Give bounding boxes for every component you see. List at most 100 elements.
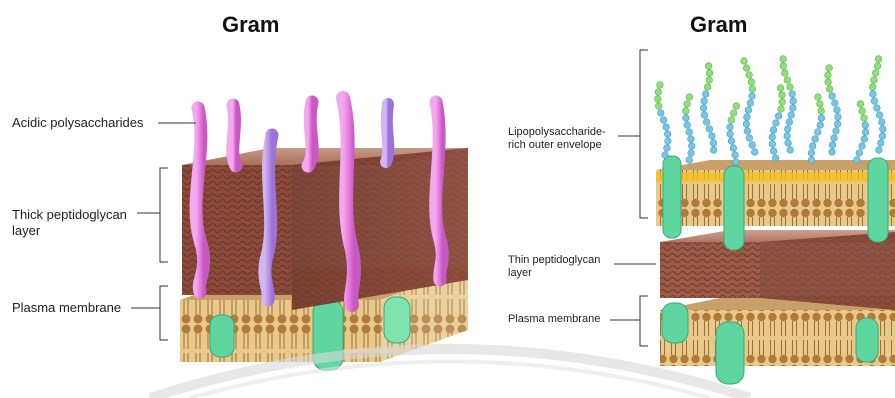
lps-bead bbox=[743, 121, 750, 128]
lps-bead bbox=[657, 82, 664, 89]
lps-bead bbox=[861, 136, 868, 143]
gram-negative-panel: Gram bbox=[470, 0, 895, 398]
gram-positive-illustration bbox=[0, 0, 470, 398]
polysaccharide-strand bbox=[308, 102, 312, 166]
lps-bead bbox=[788, 112, 795, 119]
lps-bead bbox=[869, 84, 876, 91]
lps-bead bbox=[745, 107, 752, 114]
plasma-membrane-right bbox=[660, 296, 895, 384]
lps-bead bbox=[727, 131, 734, 138]
lps-bead bbox=[831, 135, 838, 142]
label-plasma-membrane-right: Plasma membrane bbox=[508, 313, 600, 326]
lps-bead bbox=[688, 143, 695, 150]
lps-bead bbox=[880, 126, 887, 133]
lps-bead bbox=[751, 149, 758, 156]
leader-lines-right bbox=[610, 50, 656, 346]
lps-bead bbox=[862, 122, 869, 129]
lps-bead bbox=[787, 147, 794, 154]
lps-bead bbox=[872, 70, 879, 77]
lps-bead bbox=[686, 157, 693, 164]
gram-negative-illustration bbox=[470, 0, 895, 398]
lps-bead bbox=[770, 148, 777, 155]
lps-bead bbox=[730, 110, 737, 117]
lps-bead bbox=[818, 108, 825, 115]
lps-bead bbox=[826, 65, 833, 72]
membrane-protein bbox=[856, 318, 878, 362]
lps-bead bbox=[769, 141, 776, 148]
lps-bead bbox=[775, 113, 782, 120]
lps-bead bbox=[769, 134, 776, 141]
lps-bead bbox=[817, 101, 824, 108]
lps-bead bbox=[728, 117, 735, 124]
lps-bead bbox=[655, 89, 662, 96]
lps-bead bbox=[728, 138, 735, 145]
lps-bead bbox=[706, 126, 713, 133]
lps-bead bbox=[727, 124, 734, 131]
gram-positive-panel: Gram bbox=[0, 0, 470, 398]
lps-bead bbox=[879, 119, 886, 126]
thin-peptidoglycan-layer bbox=[660, 230, 895, 310]
lps-bead bbox=[770, 127, 777, 134]
lps-bead bbox=[785, 140, 792, 147]
porin-protein bbox=[663, 156, 681, 238]
lps-bead bbox=[854, 157, 861, 164]
lps-bead bbox=[874, 105, 881, 112]
polysaccharide-strand bbox=[196, 108, 204, 292]
lps-bead bbox=[704, 84, 711, 91]
lps-bead bbox=[688, 150, 695, 157]
polysaccharide-strand bbox=[265, 135, 272, 300]
lipopolysaccharide-chains bbox=[655, 56, 887, 166]
lps-bead bbox=[655, 103, 662, 110]
lps-bead bbox=[710, 140, 717, 147]
lps-bead bbox=[749, 86, 756, 93]
lps-bead bbox=[878, 140, 885, 147]
lps-bead bbox=[703, 119, 710, 126]
lps-bead bbox=[664, 131, 671, 138]
lps-bead bbox=[817, 122, 824, 129]
lps-bead bbox=[784, 77, 791, 84]
lps-bead bbox=[706, 70, 713, 77]
label-lps-outer-envelope: Lipopolysaccharide- rich outer envelope bbox=[508, 126, 606, 152]
lps-bead bbox=[812, 136, 819, 143]
label-plasma-membrane-left: Plasma membrane bbox=[12, 300, 121, 316]
lps-bead bbox=[862, 129, 869, 136]
lps-bead bbox=[658, 110, 665, 117]
lps-bead bbox=[818, 115, 825, 122]
lps-bead bbox=[786, 119, 793, 126]
lps-bead bbox=[746, 135, 753, 142]
lps-bead bbox=[856, 150, 863, 157]
lps-bead bbox=[688, 136, 695, 143]
lps-bead bbox=[834, 121, 841, 128]
lps-bead bbox=[784, 126, 791, 133]
thick-peptidoglycan-layer bbox=[182, 148, 468, 310]
lps-bead bbox=[826, 86, 833, 93]
lps-bead bbox=[857, 101, 864, 108]
lps-bead bbox=[732, 152, 739, 159]
lps-bead bbox=[789, 91, 796, 98]
lps-bead bbox=[743, 65, 750, 72]
lps-bead bbox=[780, 63, 787, 70]
lps-bead bbox=[684, 122, 691, 129]
lps-bead bbox=[829, 149, 836, 156]
lps-bead bbox=[780, 56, 787, 63]
lps-bead bbox=[733, 159, 740, 166]
lps-bead bbox=[859, 143, 866, 150]
lps-bead bbox=[832, 100, 839, 107]
lps-bead bbox=[773, 120, 780, 127]
lps-bead bbox=[686, 94, 693, 101]
lps-bead bbox=[700, 105, 707, 112]
lps-bead bbox=[815, 94, 822, 101]
lps-bead bbox=[861, 115, 868, 122]
polysaccharide-strand bbox=[233, 105, 236, 166]
lps-bead bbox=[870, 91, 877, 98]
lps-bead bbox=[825, 72, 832, 79]
polysaccharide-strand bbox=[436, 102, 443, 280]
lps-bead bbox=[662, 152, 669, 159]
lps-bead bbox=[875, 56, 882, 63]
lps-bead bbox=[808, 150, 815, 157]
lps-bead bbox=[772, 155, 779, 162]
porin-protein bbox=[868, 158, 888, 242]
lps-bead bbox=[835, 114, 842, 121]
lps-bead bbox=[871, 98, 878, 105]
lps-bead bbox=[706, 77, 713, 84]
